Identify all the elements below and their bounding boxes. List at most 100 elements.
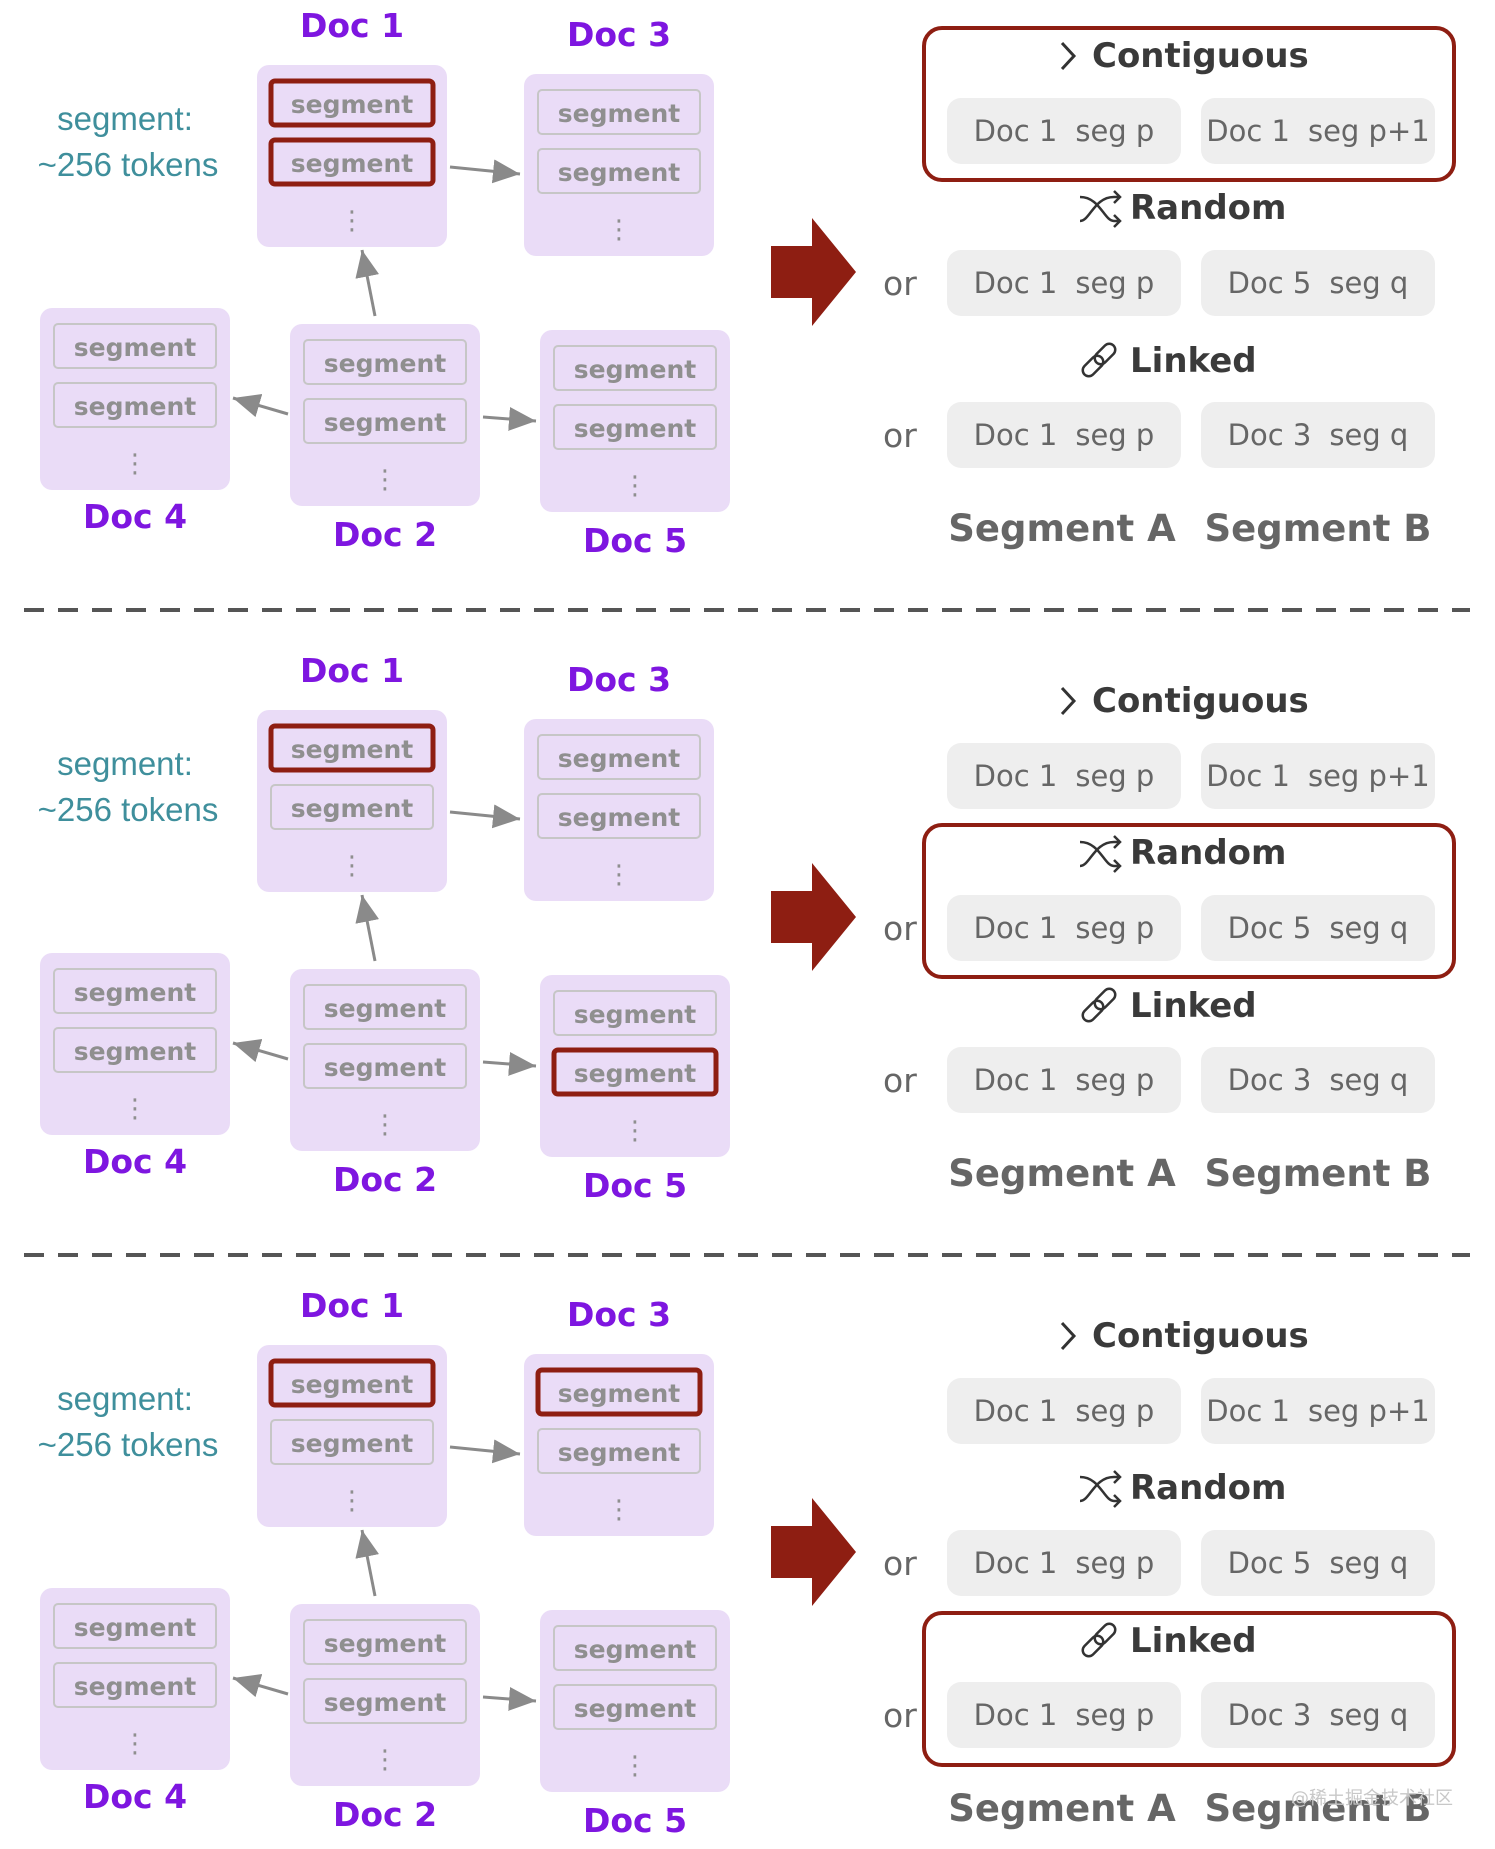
link-arrow: [355, 1529, 379, 1597]
segment-box: [537, 89, 701, 135]
pill-background: [947, 1047, 1181, 1113]
segment-box: [553, 990, 717, 1036]
segment-label: segment: [574, 1694, 697, 1723]
segment-box: [537, 1428, 701, 1474]
segment-box: [303, 398, 467, 444]
document-title: Doc 5: [583, 1166, 687, 1205]
link-arrow: [482, 407, 537, 431]
shuffle-icon: [1079, 835, 1122, 873]
pill-background: [947, 743, 1181, 809]
more-segments-dots: ⋮: [606, 860, 632, 890]
document-title: Doc 1: [300, 1286, 404, 1325]
pill-background: [1201, 1530, 1435, 1596]
more-segments-dots: ⋮: [622, 1116, 648, 1146]
document-title: Doc 4: [83, 497, 187, 536]
segment-label: segment: [291, 1370, 414, 1399]
segment-box: [537, 793, 701, 839]
pill-background: [1201, 1047, 1435, 1113]
document-title: Doc 2: [333, 515, 437, 554]
segment-label: segment: [324, 349, 447, 378]
segment-b-label: Segment B: [1205, 1787, 1432, 1830]
segment-box: [53, 968, 217, 1014]
segment-b-label: Segment B: [1205, 1152, 1432, 1195]
document-title: Doc 1: [300, 6, 404, 45]
pill-background: [1201, 250, 1435, 316]
or-label: or: [883, 264, 917, 303]
pill-background: [947, 1530, 1181, 1596]
big-right-arrow-icon: [771, 218, 856, 326]
segment-label: segment: [74, 978, 197, 1007]
segment-label: segment: [558, 803, 681, 832]
segment-size-note: segment:~256 tokens: [38, 745, 219, 828]
document-title: Doc 3: [567, 1295, 671, 1334]
more-segments-dots: ⋮: [122, 449, 148, 479]
segment-box: [553, 1625, 717, 1671]
segment-label: segment: [324, 1629, 447, 1658]
chevron-right-icon: [1060, 41, 1077, 71]
segment-label: segment: [324, 1688, 447, 1717]
segment-label: segment: [558, 1379, 681, 1408]
category-title: Contiguous: [1092, 681, 1309, 721]
more-segments-dots: ⋮: [122, 1094, 148, 1124]
segment-label: segment: [324, 1053, 447, 1082]
segment-label: segment: [291, 735, 414, 764]
segment-label: segment: [324, 994, 447, 1023]
segment-label: segment: [558, 158, 681, 187]
document-title: Doc 2: [333, 1795, 437, 1834]
segment-label: segment: [558, 744, 681, 773]
pill-background: [947, 402, 1181, 468]
link-arrow: [355, 894, 379, 962]
category-title: Linked: [1130, 341, 1257, 381]
segment-label: segment: [574, 414, 697, 443]
document-title: Doc 5: [583, 1801, 687, 1840]
segment-b-label: Segment B: [1205, 507, 1432, 550]
more-segments-dots: ⋮: [622, 1751, 648, 1781]
shuffle-icon: [1079, 190, 1122, 228]
or-label: or: [883, 909, 917, 948]
segment-label: segment: [558, 99, 681, 128]
segment-label: segment: [74, 1613, 197, 1642]
segment-a-label: Segment A: [948, 507, 1176, 550]
segment-box: [553, 404, 717, 450]
more-segments-dots: ⋮: [339, 206, 365, 236]
more-segments-dots: ⋮: [606, 1495, 632, 1525]
document-title: Doc 5: [583, 521, 687, 560]
segment-label: segment: [291, 794, 414, 823]
segment-label: segment: [574, 1635, 697, 1664]
segment-box-highlighted: [268, 1358, 436, 1408]
pill-background: [947, 1682, 1181, 1748]
or-label: or: [883, 1696, 917, 1735]
document-box: Doc 5 segment segment ⋮: [540, 1610, 730, 1840]
segment-label: segment: [74, 1037, 197, 1066]
link-arrow: [449, 159, 521, 184]
